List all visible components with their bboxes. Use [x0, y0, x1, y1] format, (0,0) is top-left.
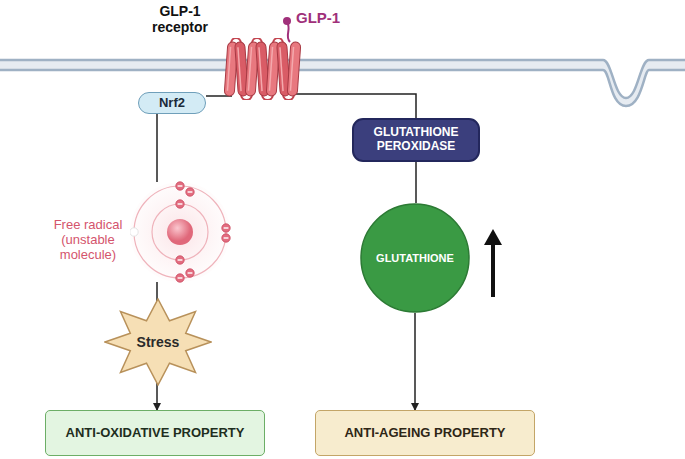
electron [222, 224, 230, 232]
node-text: Stress [104, 298, 212, 386]
ligand-dot [283, 17, 291, 25]
connector-line [156, 383, 158, 410]
nucleus [167, 219, 193, 245]
electron [186, 269, 194, 277]
free-radical-atom [130, 178, 232, 286]
node-text: GLUTATHIONE PEROXIDASE [354, 120, 478, 160]
connector-line [156, 114, 158, 182]
electron [222, 234, 230, 242]
node-text: GLUTATHIONE [360, 203, 470, 313]
enzyme-box: GLUTATHIONE PEROXIDASE [352, 118, 480, 162]
stress-burst-node: Stress [104, 298, 212, 386]
membrane-outer-line [0, 60, 685, 98]
node-text: Free radical (unstable molecule) [48, 218, 128, 263]
electron [176, 274, 184, 282]
node-text: Nrf2 [139, 93, 205, 113]
nrf2-pill: Nrf2 [138, 92, 206, 114]
ligand-label: GLP-1 [296, 9, 340, 26]
membrane-inner-line [0, 70, 685, 106]
node-text: ANTI-AGEING PROPERTY [316, 411, 534, 455]
increase-arrow-head [484, 229, 502, 245]
node-text: GLP-1 receptor [142, 3, 218, 35]
electron [176, 256, 184, 264]
electron [176, 182, 184, 190]
connector-line [292, 94, 416, 118]
electron [130, 228, 138, 236]
node-text: ANTI-OXIDATIVE PROPERTY [46, 411, 264, 455]
cell-membrane [0, 60, 685, 106]
electron [186, 188, 194, 196]
receptor-node: GLP-1 receptor [222, 38, 302, 100]
receptor-loops [231, 38, 294, 100]
electron [176, 200, 184, 208]
increase-arrow-shaft [491, 242, 495, 297]
receptor-helices [222, 38, 302, 100]
connector-line [415, 162, 417, 203]
connector-line [414, 313, 416, 410]
free-radical-node: Free radical (unstable molecule) [130, 178, 232, 286]
glutathione-node: GLUTATHIONE [360, 203, 470, 313]
outcome-box: ANTI-OXIDATIVE PROPERTY [45, 410, 265, 456]
outcome-box: ANTI-AGEING PROPERTY [315, 410, 535, 456]
connector-line [156, 282, 158, 301]
receptor-helix [287, 42, 301, 97]
ligand-chain [287, 22, 290, 42]
